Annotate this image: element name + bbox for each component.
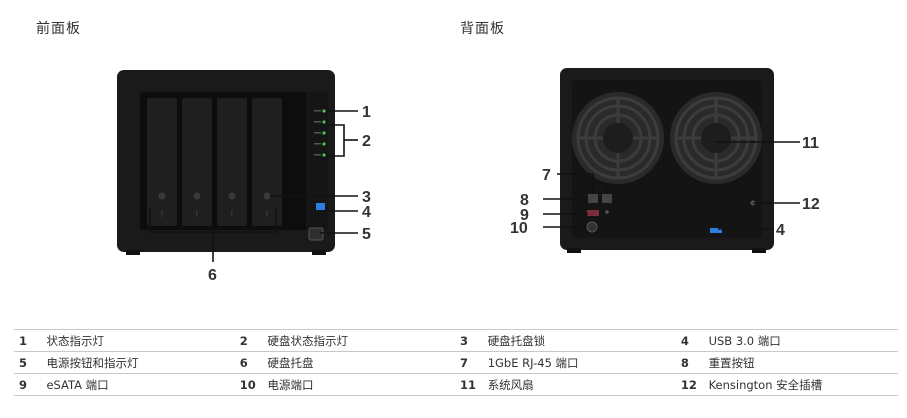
legend-label: 系统风扇	[482, 373, 676, 396]
status-led-icon	[322, 109, 326, 113]
back-usb-port-icon[interactable]	[710, 228, 722, 233]
legend-number: 10	[234, 373, 263, 396]
table-row: 9 eSATA 端口 10 电源端口 11 系统风扇 12 Kensington…	[14, 373, 898, 396]
legend-number: 1	[14, 329, 42, 352]
legend-number: 3	[454, 329, 483, 352]
legend-number: 12	[675, 373, 704, 396]
legend-label: Kensington 安全插槽	[703, 373, 898, 396]
legend-label: 硬盘状态指示灯	[262, 329, 455, 352]
disk-led-icon	[322, 153, 326, 157]
system-fan-right	[670, 92, 762, 184]
reset-button-icon[interactable]	[605, 210, 609, 214]
table-row: 5 电源按钮和指示灯 6 硬盘托盘 7 1GbE RJ-45 端口 8 重置按钮	[14, 351, 898, 374]
esata-port-icon[interactable]	[587, 210, 599, 216]
power-button-icon[interactable]	[308, 227, 324, 241]
tray-lock-icon[interactable]	[158, 192, 166, 200]
callout-4-front: 4	[362, 204, 371, 221]
front-usb-port-icon[interactable]	[316, 203, 325, 210]
drive-tray[interactable]	[252, 98, 282, 226]
legend-number: 11	[454, 373, 483, 396]
callout-9: 9	[520, 207, 529, 224]
callout-6: 6	[208, 267, 217, 284]
legend-label: 重置按钮	[703, 351, 898, 374]
drive-tray[interactable]	[182, 98, 212, 226]
lan-port-1-icon[interactable]	[588, 194, 598, 203]
back-panel-title: 背面板	[460, 21, 505, 37]
tray-lock-icon[interactable]	[263, 192, 271, 200]
callout-3: 3	[362, 189, 371, 206]
device-diagram: 1 2 3 4 5 6	[117, 68, 820, 284]
disk-led-icon	[322, 131, 326, 135]
legend-label: 电源按钮和指示灯	[41, 351, 235, 374]
callout-5: 5	[362, 226, 371, 243]
legend-label: 硬盘托盘锁	[482, 329, 676, 352]
callout-4-back: 4	[776, 222, 785, 239]
callout-10: 10	[510, 220, 528, 237]
power-port-icon[interactable]	[586, 221, 598, 233]
legend-label: 硬盘托盘	[262, 351, 455, 374]
legend-number: 8	[675, 351, 704, 374]
legend-label: USB 3.0 端口	[703, 329, 898, 352]
legend-number: 9	[14, 373, 42, 396]
drive-tray[interactable]	[147, 98, 177, 226]
legend-label: 状态指示灯	[41, 329, 235, 352]
front-status-leds	[314, 109, 326, 157]
callout-7: 7	[542, 167, 551, 184]
component-legend-table: 1 状态指示灯 2 硬盘状态指示灯 3 硬盘托盘锁 4 USB 3.0 端口 5…	[14, 329, 898, 396]
lan-led-icon	[322, 120, 326, 124]
tray-lock-icon[interactable]	[228, 192, 236, 200]
system-fan-left	[572, 92, 664, 184]
legend-number: 4	[675, 329, 704, 352]
drive-tray[interactable]	[217, 98, 247, 226]
legend-label: 1GbE RJ-45 端口	[482, 351, 676, 374]
table-row: 1 状态指示灯 2 硬盘状态指示灯 3 硬盘托盘锁 4 USB 3.0 端口	[14, 329, 898, 352]
callout-2: 2	[362, 133, 371, 150]
callout-11: 11	[802, 135, 819, 152]
disk-led-icon	[322, 142, 326, 146]
front-panel-title: 前面板	[36, 21, 81, 37]
legend-number: 5	[14, 351, 42, 374]
legend-number: 6	[234, 351, 263, 374]
legend-label: eSATA 端口	[41, 373, 235, 396]
legend-label: 电源端口	[262, 373, 455, 396]
front-drive-trays	[147, 98, 282, 226]
callout-1: 1	[362, 104, 371, 121]
callout-8: 8	[520, 192, 529, 209]
legend-number: 7	[454, 351, 483, 374]
legend-number: 2	[234, 329, 263, 352]
callout-12: 12	[802, 196, 820, 213]
tray-lock-icon[interactable]	[193, 192, 201, 200]
lan-port-2-icon[interactable]	[602, 194, 612, 203]
